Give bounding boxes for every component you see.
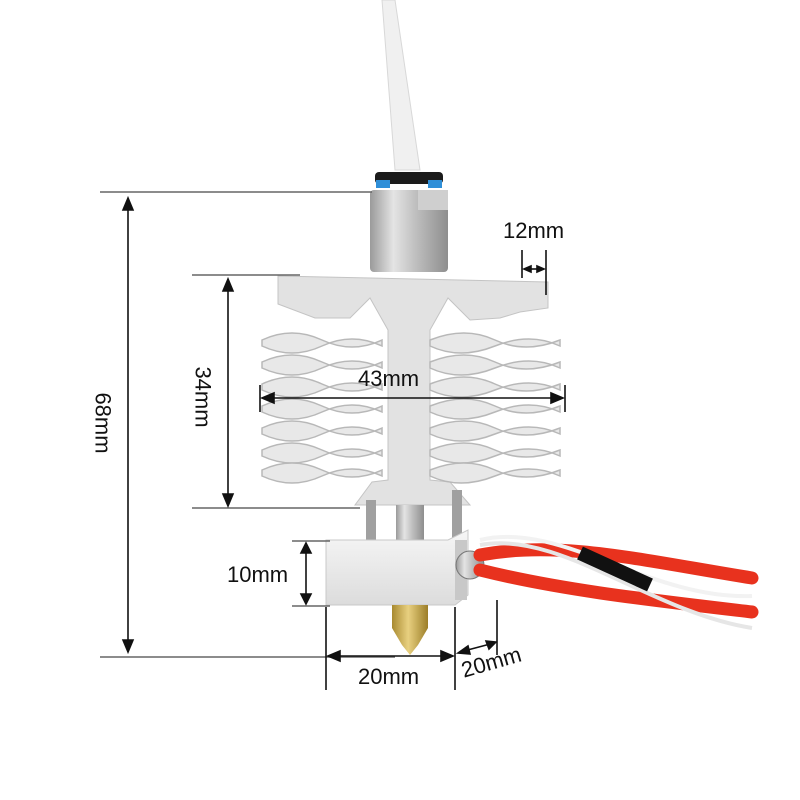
nozzle [392, 605, 428, 655]
heatsink-fins [261, 332, 561, 484]
total-height-label: 68mm [90, 392, 116, 454]
top-ledge-label: 12mm [503, 218, 565, 243]
dimension-lines [100, 191, 566, 690]
block-width-label: 20mm [358, 664, 420, 689]
coupler [370, 190, 448, 272]
heater-block [325, 529, 469, 606]
block-height-label: 10mm [227, 562, 289, 587]
ptfe-tube [381, 0, 421, 171]
heatsink-height-label: 34mm [190, 366, 216, 428]
heatsink-width-label: 43mm [358, 366, 420, 391]
heater-wire [473, 543, 759, 585]
